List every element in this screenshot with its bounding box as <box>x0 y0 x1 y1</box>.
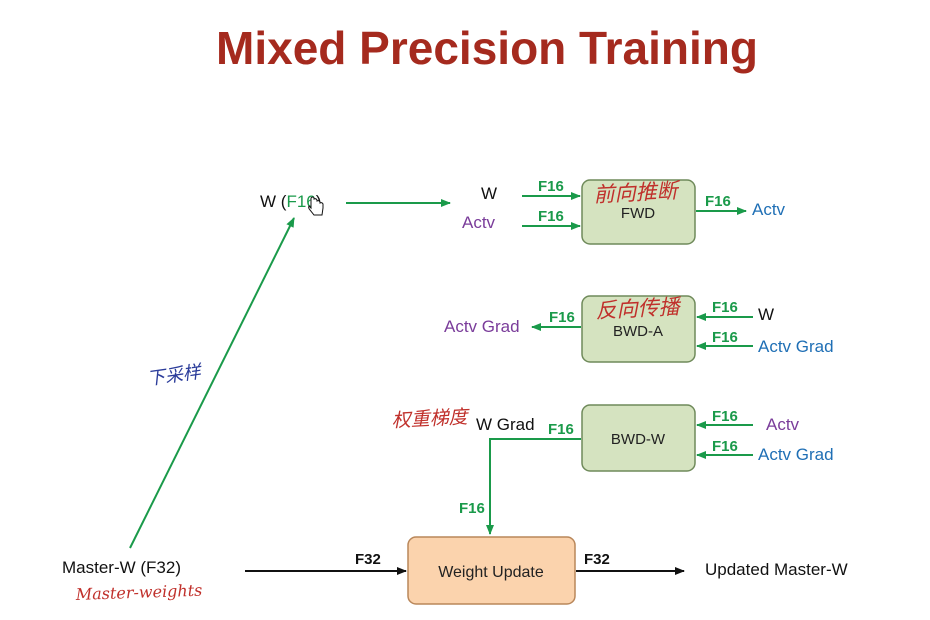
fwd-out-dtype: F16 <box>705 193 731 210</box>
weight-update-box: Weight Update <box>407 536 576 605</box>
bwd-w-in-actv-grad-dtype: F16 <box>712 438 738 455</box>
fwd-out-actv-label: Actv <box>752 200 786 219</box>
bwd-a-label: BWD-A <box>613 323 663 340</box>
bwd-w-in-actv-grad-label: Actv Grad <box>758 445 834 464</box>
w-grad-label: W Grad <box>476 415 535 434</box>
fwd-in-w-dtype: F16 <box>538 178 564 195</box>
bwd-a-box: BWD-A <box>581 295 696 363</box>
bwd-w-in-actv-dtype: F16 <box>712 408 738 425</box>
weight-gradient-note: 权重梯度 <box>391 406 471 432</box>
fwd-in-actv-label: Actv <box>462 213 496 232</box>
bwd-a-out-dtype: F16 <box>549 309 575 326</box>
bwd-w-label: BWD-W <box>611 431 666 448</box>
bwd-w-box: BWD-W <box>581 404 696 472</box>
bwd-a-in-w-label: W <box>758 305 774 324</box>
bwd-a-in-actv-grad-label: Actv Grad <box>758 337 834 356</box>
master-w-label: Master-W (F32) <box>62 558 181 577</box>
fwd-in-actv-dtype: F16 <box>538 208 564 225</box>
bwd-w-in-actv-label: Actv <box>766 415 800 434</box>
forward-pass-note: 前向推断 <box>593 178 682 207</box>
fwd-box: FWD <box>581 179 696 245</box>
downsample-arrow <box>129 217 295 549</box>
weight-update-label: Weight Update <box>438 564 544 581</box>
hand-cursor-icon <box>308 196 324 216</box>
bwd-a-out-label: Actv Grad <box>444 317 520 336</box>
bwd-a-in-w-dtype: F16 <box>712 299 738 316</box>
master-weights-note: Master-weights <box>74 581 202 604</box>
update-out-dtype: F32 <box>584 551 610 568</box>
master-to-update-dtype: F32 <box>355 551 381 568</box>
grad-to-update-dtype: F16 <box>459 500 485 517</box>
backward-pass-note: 反向传播 <box>595 294 683 323</box>
updated-master-w-label: Updated Master-W <box>705 560 848 579</box>
bwd-a-in-actv-grad-dtype: F16 <box>712 329 738 346</box>
fwd-label: FWD <box>621 205 655 222</box>
w-grad-arrow <box>486 438 581 535</box>
fwd-in-w-label: W <box>481 184 497 203</box>
downsample-note: 下采样 <box>146 361 204 390</box>
w-grad-dtype: F16 <box>548 421 574 438</box>
page-title: Mixed Precision Training <box>216 22 758 74</box>
